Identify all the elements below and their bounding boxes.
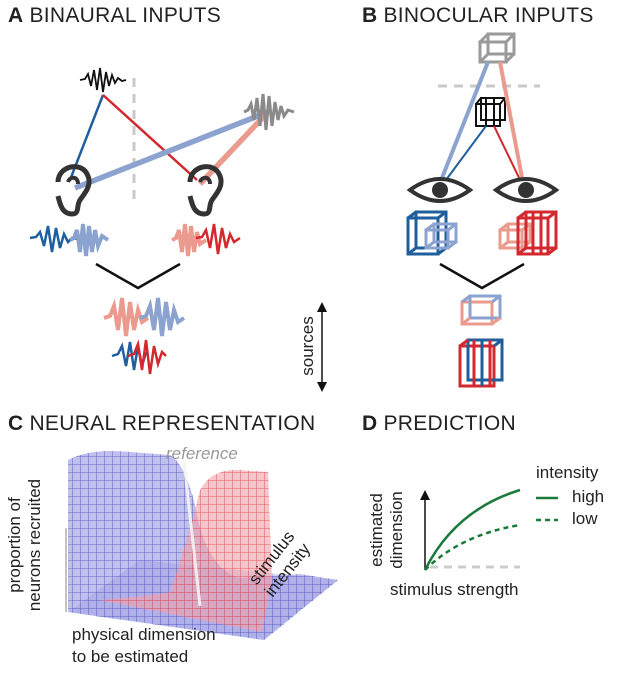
prediction-ylabel: estimated dimension [367,485,407,575]
binaural-merge-lines [95,262,181,290]
source-line-gray-left [73,109,270,191]
panel-d-letter: D [362,412,378,435]
far-cube-icon [478,32,516,64]
sources-arrow-head-down [317,382,327,392]
binocular-merge-lines [439,262,525,290]
near-object-icon [475,97,506,127]
fused-near-object [458,338,504,388]
waveform-right-lightred [171,223,208,257]
panel-a-letter: A [8,4,24,27]
source-line-gray-right [198,110,270,186]
panel-a-heading: BINAURAL INPUTS [29,4,222,27]
eye-line-far-right [498,61,526,189]
waveform-combined-lightred [103,297,150,337]
waveform-gray-source [243,93,295,131]
source-line-black-right [102,94,198,181]
panel-b-heading: BINOCULAR INPUTS [383,4,594,27]
left-eye-icon [406,177,474,203]
waveform-combined-lightblue [139,297,186,337]
panel-c-letter: C [8,412,24,435]
prediction-ylabel-line1: estimated [367,493,386,567]
waveform-black-source [79,67,127,93]
surface-red-grid [100,469,272,632]
panel-d-heading: PREDICTION [383,412,516,435]
waveform-left-blue [29,225,79,253]
prediction-y-axis-arrow [420,490,430,500]
waveform-right-red [195,223,241,255]
prediction-curve-high [423,488,521,571]
legend-title: intensity [536,463,599,482]
panel-b-letter: B [362,4,378,27]
waveform-left-lightblue [69,223,110,257]
panel-c-heading: NEURAL REPRESENTATION [29,412,316,435]
right-eye-cube-red [516,210,558,256]
legend-low-label: low [572,509,598,528]
right-ear-icon [187,164,224,217]
reference-label: reference [166,444,238,463]
neural-xlabel: physical dimension to be estimated [72,624,216,668]
neural-xlabel-line2: to be estimated [72,647,189,666]
left-ear-icon [55,164,92,217]
prediction-curve-low [424,523,521,571]
prediction-ylabel-line2: dimension [387,491,406,569]
sources-arrow-head-up [317,302,327,312]
waveform-combined-red [127,339,167,375]
eye-line-far-left [436,61,490,189]
prediction-xlabel: stimulus strength [390,580,519,599]
reference-line [182,461,202,607]
neural-xlabel-line1: physical dimension [72,625,216,644]
legend-high-label: high [572,487,605,506]
right-eye-icon [492,177,560,203]
fused-far-cube [460,294,502,326]
left-eye-cube-lightblue [424,222,458,250]
